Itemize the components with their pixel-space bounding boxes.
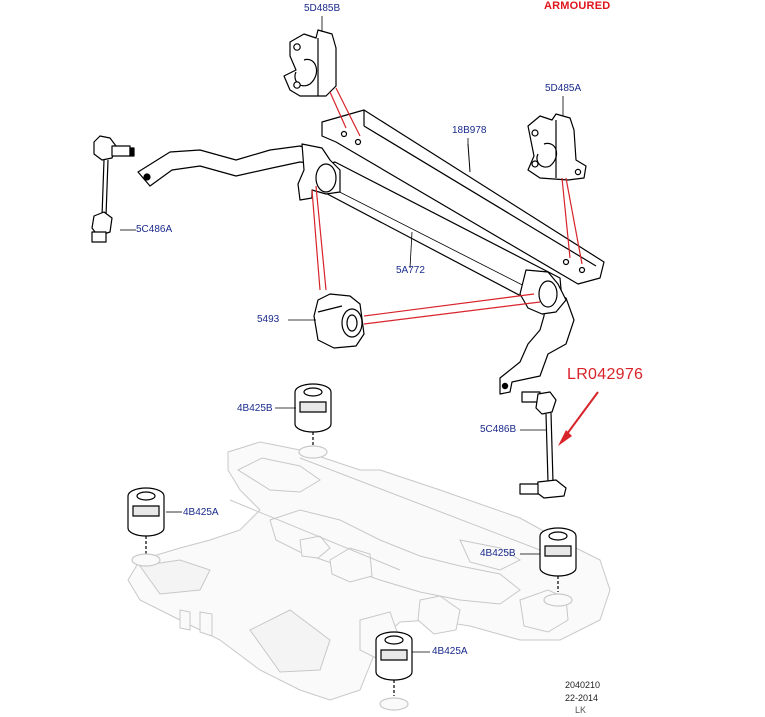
label-mount-b-right: 4B425B [480, 548, 516, 559]
callout-arrow [558, 391, 599, 446]
label-link-right: 5C486B [480, 424, 517, 435]
clamp-bracket-b [283, 29, 337, 97]
mount-a-left [127, 487, 165, 567]
mount-b-upper [294, 383, 332, 459]
subframe [127, 441, 611, 701]
label-leaders [120, 16, 564, 653]
link-left [91, 135, 135, 243]
label-bracket-b: 5D485B [304, 3, 341, 14]
label-bracket-a: 5D485A [545, 83, 582, 94]
label-bush: 5493 [257, 314, 280, 325]
label-bar: 5A772 [396, 265, 425, 276]
variant-heading: ARMOURED [544, 0, 611, 12]
label-mount-a-left: 4B425A [183, 507, 219, 518]
callout-part-number: LR042976 [567, 366, 644, 383]
label-link-left: 5C486A [136, 224, 173, 235]
label-plate: 18B978 [452, 125, 487, 136]
footer-code: 2040210 [565, 680, 601, 690]
bracket-plate [321, 109, 605, 285]
mount-a-bottom [375, 631, 413, 711]
label-mount-b-upper: 4B425B [237, 403, 273, 414]
bush [313, 293, 365, 349]
label-mount-a-bottom: 4B425A [432, 646, 468, 657]
footer-date: 22-2014 [565, 693, 599, 703]
link-right [519, 391, 567, 499]
footer-region: LK [575, 705, 587, 715]
stabiliser-bar [137, 143, 575, 395]
mount-b-right [539, 527, 577, 607]
clamp-bracket-a [527, 113, 587, 181]
red-leaders [311, 87, 583, 325]
